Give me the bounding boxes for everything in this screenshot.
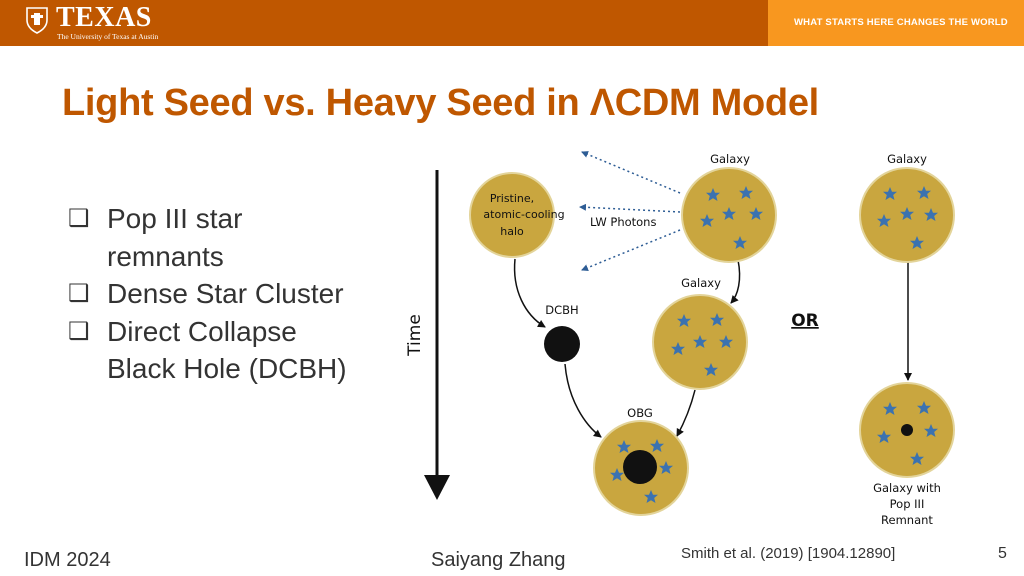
bullet-item: ❑ Dense Star Cluster bbox=[68, 275, 398, 313]
bullet-text: Pop III star bbox=[107, 203, 243, 234]
header-bar bbox=[0, 0, 768, 46]
footer-event: IDM 2024 bbox=[24, 549, 111, 571]
galaxy-label: Galaxy bbox=[681, 276, 721, 290]
ut-shield-icon bbox=[26, 7, 48, 34]
lw-photon-arrow bbox=[581, 229, 681, 271]
lw-photon-arrow bbox=[581, 151, 681, 194]
time-axis-arrowhead bbox=[424, 475, 450, 500]
citation: Smith et al. (2019) [1904.12890] bbox=[681, 545, 896, 562]
halo-to-dcbh-arrow bbox=[513, 258, 546, 328]
obg-label: OBG bbox=[627, 406, 653, 420]
checkbox-bullet-icon: ❑ bbox=[68, 280, 90, 307]
remnant-label-line: Pop III bbox=[890, 497, 925, 511]
pristine-halo bbox=[469, 172, 555, 258]
galaxy-label: Galaxy bbox=[887, 152, 927, 166]
remnant-label-line: Galaxy with bbox=[873, 481, 941, 495]
halo-label-line: halo bbox=[500, 225, 524, 238]
remnant-label-line: Remnant bbox=[881, 513, 933, 527]
footer-author: Saiyang Zhang bbox=[431, 549, 566, 571]
header-tagline-bar bbox=[768, 0, 1024, 46]
dcbh-to-obg-arrow bbox=[564, 363, 602, 438]
black-hole bbox=[901, 424, 913, 436]
black-hole bbox=[544, 326, 580, 362]
header-tagline: WHAT STARTS HERE CHANGES THE WORLD bbox=[794, 17, 1008, 28]
slide-title: Light Seed vs. Heavy Seed in ΛCDM Model bbox=[62, 82, 819, 124]
logo-wordmark: TEXAS bbox=[56, 2, 152, 33]
bullet-list: ❑ Pop III star remnants ❑ Dense Star Clu… bbox=[68, 200, 398, 388]
lw-photons-label: LW Photons bbox=[590, 215, 656, 229]
page-number: 5 bbox=[998, 545, 1007, 562]
black-hole bbox=[623, 450, 657, 484]
halo-label-line: atomic-cooling bbox=[483, 208, 564, 221]
galaxy-label: Galaxy bbox=[710, 152, 750, 166]
bullet-item: ❑ Pop III star remnants bbox=[68, 200, 398, 275]
bullet-text: remnants bbox=[107, 240, 224, 272]
galaxy-to-obg-arrow bbox=[676, 389, 696, 437]
checkbox-bullet-icon: ❑ bbox=[68, 205, 90, 232]
or-label: OR bbox=[791, 311, 819, 331]
lw-photon-arrow bbox=[579, 203, 681, 213]
bullet-text: Dense Star Cluster bbox=[107, 278, 344, 309]
logo-subtext: The University of Texas at Austin bbox=[57, 32, 159, 41]
galaxy-to-galaxy-arrow bbox=[730, 259, 741, 304]
bullet-text: Direct Collapse bbox=[107, 315, 297, 347]
halo-label-line: Pristine, bbox=[490, 192, 534, 205]
time-axis-label: Time bbox=[405, 314, 425, 357]
seed-formation-diagram: Time LW Photons Pristine, atomic-cooling… bbox=[405, 151, 955, 527]
bullet-text: Black Hole (DCBH) bbox=[107, 353, 347, 384]
bullet-item: ❑ Direct Collapse Black Hole (DCBH) bbox=[68, 313, 398, 388]
checkbox-bullet-icon: ❑ bbox=[68, 317, 90, 345]
dcbh-label: DCBH bbox=[545, 303, 578, 317]
